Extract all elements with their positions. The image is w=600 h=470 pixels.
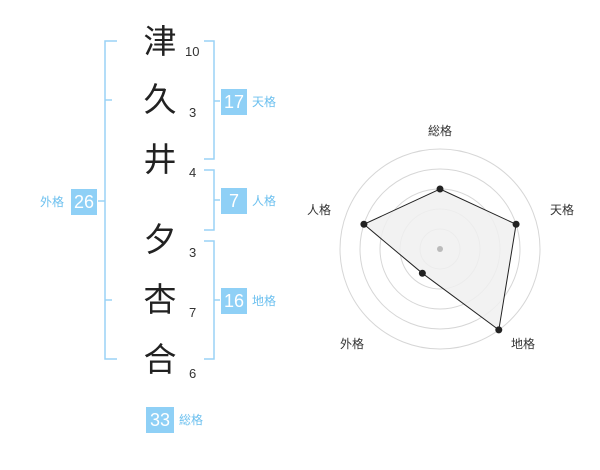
radar-point-2 [512,220,520,228]
radar-ring-4 [359,168,521,330]
soukaku-label: 総格 [179,413,204,427]
tenkaku-label: 天格 [252,95,277,109]
name-char-5: 杏 [143,280,177,319]
radar-ring-5 [339,148,541,350]
radar-point-4 [418,269,426,277]
chikaku-value: 16 [221,288,247,314]
jinkaku-label: 人格 [252,194,277,208]
stroke-count-5: 7 [189,305,197,320]
soukaku-value: 33 [146,407,174,433]
radar-point-1 [436,185,444,193]
gaikaku-bracket [104,40,117,360]
stroke-count-4: 3 [189,245,197,260]
jinkaku-value: 7 [221,188,247,214]
radar-point-3 [495,326,503,334]
name-char-6: 合 [143,340,177,379]
tenkaku-value: 17 [221,89,247,115]
radar-polygon [362,188,517,331]
name-char-3: 井 [143,140,177,179]
radar-label-tenkaku: 天格 [550,203,575,217]
stroke-count-3: 4 [189,165,197,180]
radar-point-5 [360,220,368,228]
radar-center [437,246,443,252]
tenkaku-bracket [204,40,215,160]
stroke-count-6: 6 [189,366,197,381]
gaikaku-value: 26 [71,189,97,215]
gaikaku-label: 外格 [40,195,65,209]
radar-label-soukaku: 総格 [428,124,453,138]
radar-label-jinkaku: 人格 [307,203,332,217]
radar-label-gaikaku: 外格 [340,337,365,351]
stroke-count-1: 10 [185,44,200,59]
name-char-1: 津 [143,22,177,61]
chikaku-label: 地格 [252,294,277,308]
name-char-2: 久 [143,80,177,119]
name-char-4: 夕 [143,220,177,259]
radar-label-chikaku: 地格 [511,337,536,351]
stroke-count-2: 3 [189,105,197,120]
